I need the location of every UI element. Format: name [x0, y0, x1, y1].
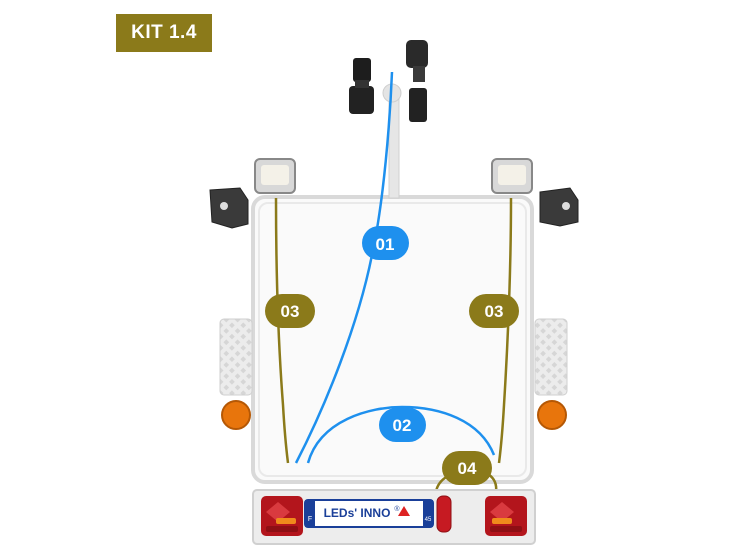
plug-connector-right: [406, 40, 428, 122]
cable-02-line: [306, 405, 496, 464]
front-lamp-left: [254, 158, 296, 194]
amber-marker-left: [221, 400, 251, 430]
cable-04-label: 04: [442, 451, 492, 485]
cable-02-label: 02: [379, 408, 426, 442]
tail-light-right: [485, 496, 527, 536]
cable-01-label: 01: [362, 226, 409, 260]
warning-triangle-icon: [398, 506, 410, 516]
cable-04-label-text: 04: [458, 459, 477, 478]
side-reflector-left: [219, 318, 253, 396]
cable-03-right-label-text: 03: [485, 302, 504, 321]
bracket-left: [209, 187, 249, 229]
license-plate: F 45 LEDs' INNO ®: [304, 499, 434, 528]
cable-03-left-line: [274, 197, 290, 464]
plate-left-code: F: [308, 516, 312, 523]
cable-03-right-line: [497, 197, 513, 464]
bracket-right: [539, 187, 579, 227]
plate-right-code: 45: [425, 517, 432, 523]
plate-reg-mark: ®: [394, 505, 400, 513]
cable-03-right-label: 03: [469, 294, 519, 328]
front-lamp-right: [491, 158, 533, 194]
cable-02-label-text: 02: [393, 416, 412, 435]
tail-light-left: [261, 496, 303, 536]
amber-marker-right: [537, 400, 567, 430]
plug-connector-left: [349, 58, 374, 114]
plate-text: LEDs' INNO: [324, 506, 391, 520]
cable-03-left-label: 03: [265, 294, 315, 328]
cable-03-left-label-text: 03: [281, 302, 300, 321]
side-reflector-right: [534, 318, 568, 396]
cable-01-label-text: 01: [376, 235, 395, 254]
rear-red-reflector: [436, 495, 452, 533]
kit-label-badge: KIT 1.4: [116, 14, 212, 52]
